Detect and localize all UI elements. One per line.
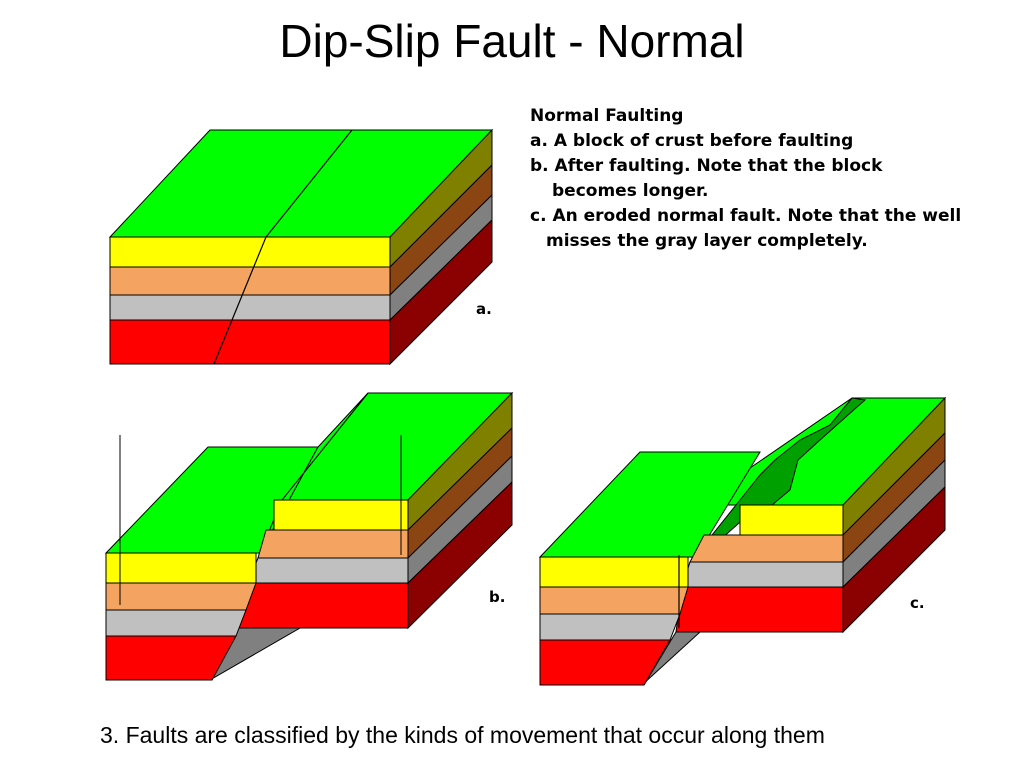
block-b-right-yellow (273, 499, 409, 531)
block-b-left-gray (105, 609, 247, 637)
block-b-left-orange (105, 582, 257, 611)
block-c-right-yellow (739, 504, 844, 536)
slide-title: Dip-Slip Fault - Normal (279, 15, 745, 67)
block-c-right-orange (689, 534, 844, 563)
panel-label-a: a. (476, 300, 492, 318)
legend: Normal Faulting a. A block of crust befo… (530, 104, 961, 254)
block-b-left-red (105, 635, 237, 681)
block-a-red-layer (109, 319, 391, 365)
block-a-side-red (389, 218, 493, 366)
slide-caption: 3. Faults are classified by the kinds of… (100, 722, 825, 748)
legend-line-b-cont: becomes longer. (552, 181, 709, 201)
block-c-left-gray (539, 613, 681, 641)
block-a-orange-layer (109, 266, 391, 296)
block-c-left-orange (539, 586, 689, 615)
block-c-left-yellow (539, 556, 689, 588)
legend-line-c-cont: misses the gray layer completely. (546, 231, 868, 251)
block-c-right-gray (681, 561, 844, 588)
block-b-right-red (231, 582, 409, 629)
legend-line-c: c. An eroded normal fault. Note that the… (530, 206, 962, 226)
block-b-right-orange (257, 529, 409, 559)
block-b-side-red (407, 480, 513, 630)
block-c-left-red (539, 639, 671, 686)
panel-label-c: c. (910, 594, 925, 612)
block-b-left-yellow (105, 552, 257, 584)
block-c (538, 396, 947, 686)
block-a-gray-layer (109, 294, 391, 321)
block-a (108, 128, 494, 366)
block-b-right-gray (247, 557, 409, 584)
legend-line-a: a. A block of crust before faulting (530, 131, 854, 151)
panel-label-b: b. (489, 588, 506, 606)
block-a-fault-line (213, 129, 353, 365)
legend-line-b: b. After faulting. Note that the block (530, 156, 883, 176)
block-c-right-red (675, 586, 844, 633)
block-c-side-red (842, 485, 946, 634)
legend-heading: Normal Faulting (530, 106, 684, 126)
block-a-yellow-layer (109, 236, 391, 268)
block-b (104, 391, 514, 681)
